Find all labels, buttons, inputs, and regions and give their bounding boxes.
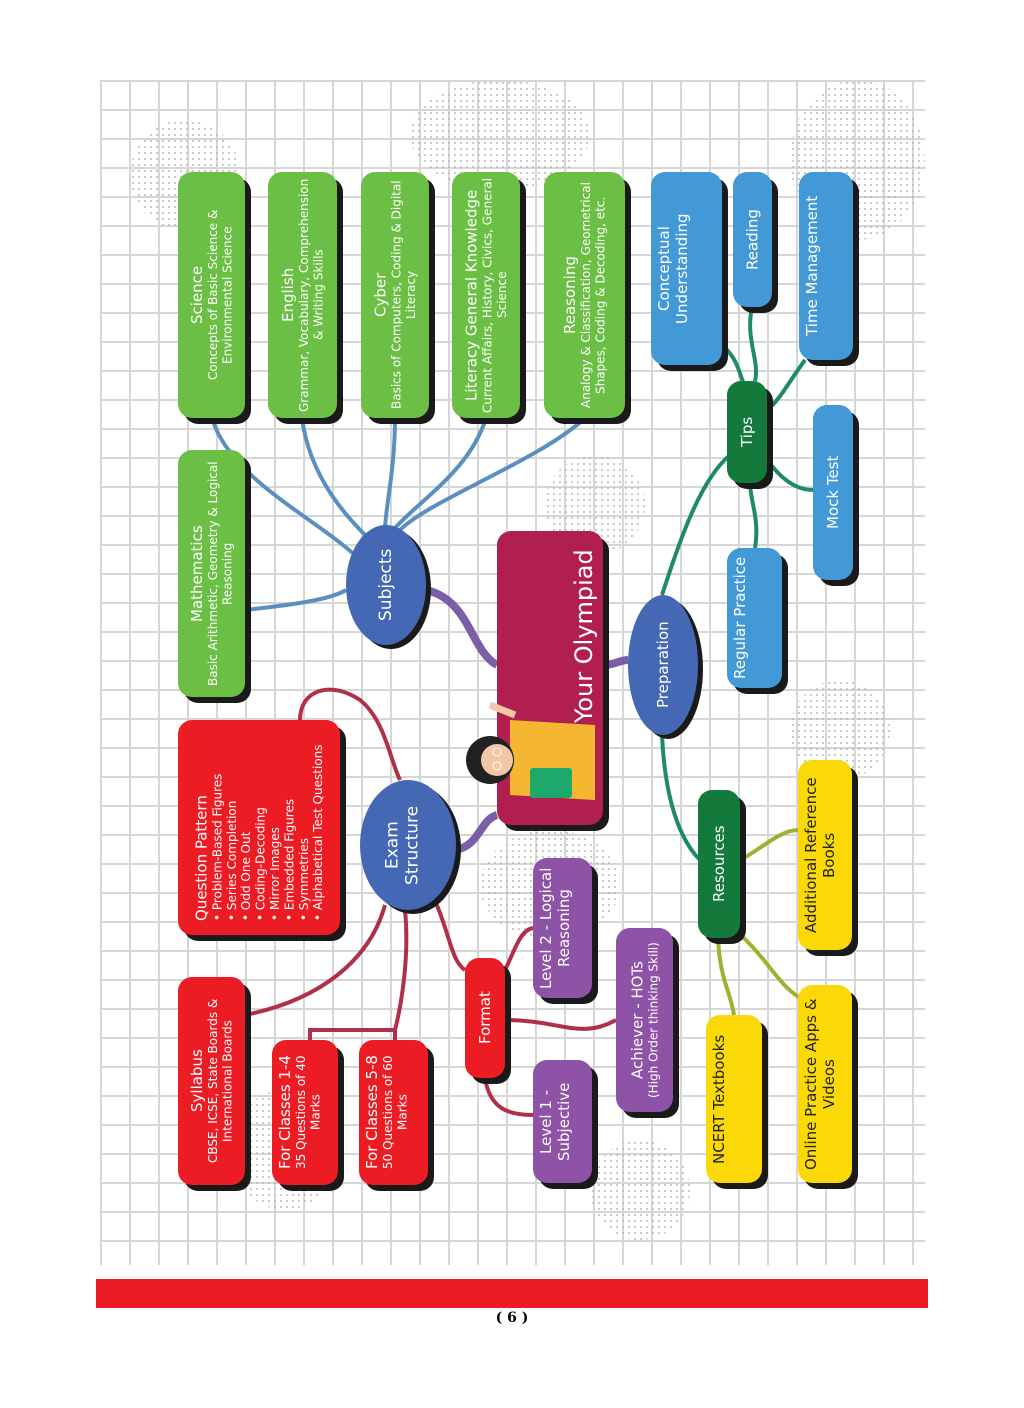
list-item: Problem-Based Figures bbox=[210, 744, 224, 921]
tip-label: Reading bbox=[743, 209, 762, 270]
achiever-sub: (High Order thinking Skill) bbox=[646, 942, 661, 1098]
level-label: Level 2 - Logical Reasoning bbox=[537, 867, 573, 989]
tips-node: Tips bbox=[727, 381, 767, 483]
subject-title: Mathematics bbox=[188, 525, 207, 622]
dot-pattern bbox=[410, 80, 590, 190]
list-item: Series Completion bbox=[225, 744, 239, 921]
list-item: Coding-Decoding bbox=[254, 744, 268, 921]
classes-desc: 50 Questions of 60 Marks bbox=[381, 1055, 410, 1170]
tips-label: Tips bbox=[738, 416, 756, 448]
resource-ncert: NCERT Textbooks bbox=[706, 1015, 762, 1183]
syllabus-desc: CBSE, ICSE, State Boards & International… bbox=[206, 998, 235, 1164]
list-item: Alphabetical Test Questions bbox=[311, 744, 325, 921]
subject-title: English bbox=[279, 267, 298, 323]
resource-label: Additional Reference Books bbox=[802, 777, 838, 933]
exam-structure-node: Exam Structure bbox=[360, 780, 456, 910]
subject-desc: Analogy & Classification, Geometrical Sh… bbox=[579, 182, 608, 408]
question-pattern-title: Question Pattern bbox=[192, 795, 211, 921]
node-label: Exam Structure bbox=[382, 805, 423, 885]
subject-title: Literacy General Knowledge bbox=[462, 189, 481, 401]
tip-regular-practice: Regular Practice bbox=[727, 548, 782, 688]
subject-desc: Grammar, Vocabulary, Comprehension & Wri… bbox=[297, 178, 326, 412]
list-item: Odd One Out bbox=[239, 744, 253, 921]
resource-online-practice: Online Practice Apps & Videos bbox=[798, 985, 852, 1183]
achiever-box: Achiever - HOTs(High Order thinking Skil… bbox=[616, 928, 673, 1112]
question-pattern-box: Question Pattern Problem-Based Figures S… bbox=[178, 720, 340, 935]
tip-label: Time Management bbox=[803, 195, 821, 337]
resource-label: NCERT Textbooks bbox=[710, 1034, 728, 1164]
footer-bar bbox=[96, 1279, 928, 1308]
subject-title: Cyber bbox=[371, 272, 390, 318]
format-label: Format bbox=[476, 991, 494, 1045]
level-2-box: Level 2 - Logical Reasoning bbox=[533, 858, 592, 998]
list-item: Embedded Figures bbox=[282, 744, 296, 921]
tip-label: Mock Test bbox=[824, 455, 842, 530]
subject-title: Reasoning bbox=[561, 256, 580, 334]
subject-title: Science bbox=[188, 265, 207, 325]
page-number: ( 6 ) bbox=[495, 1310, 529, 1326]
tip-reading: Reading bbox=[733, 172, 772, 307]
format-node: Format bbox=[465, 958, 505, 1078]
resources-label: Resources bbox=[710, 825, 728, 903]
tip-label: Conceptual Understanding bbox=[655, 213, 691, 324]
classes-title: For Classes 1-4 bbox=[276, 1055, 294, 1170]
achiever-label: Achiever - HOTs bbox=[628, 961, 647, 1079]
syllabus-title: Syllabus bbox=[188, 1049, 207, 1113]
classes-title: For Classes 5-8 bbox=[363, 1055, 381, 1170]
dot-pattern bbox=[590, 1140, 690, 1240]
subject-desc: Basic Arithmetic, Geometry & Logical Rea… bbox=[206, 461, 235, 686]
student-illustration bbox=[466, 701, 595, 800]
tip-label: Regular Practice bbox=[731, 556, 749, 680]
node-label: Subjects bbox=[376, 548, 396, 622]
subject-desc: Basics of Computers, Coding & Digital Li… bbox=[389, 180, 418, 410]
resource-additional-books: Additional Reference Books bbox=[798, 760, 852, 950]
level-1-box: Level 1 - Subjective bbox=[533, 1060, 592, 1183]
resource-label: Online Practice Apps & Videos bbox=[802, 998, 838, 1170]
tip-time-management: Time Management bbox=[799, 172, 853, 360]
tip-conceptual: Conceptual Understanding bbox=[651, 172, 722, 365]
subjects-node: Subjects bbox=[346, 525, 426, 645]
node-label: Preparation bbox=[654, 621, 672, 709]
question-pattern-list: Problem-Based Figures Series Completion … bbox=[210, 744, 325, 921]
level-label: Level 1 - Subjective bbox=[537, 1082, 573, 1161]
subject-desc: Current Affairs, History, Civics, Genera… bbox=[480, 177, 509, 413]
resources-node: Resources bbox=[698, 790, 740, 938]
list-item: Mirror Images bbox=[268, 744, 282, 921]
list-item: Symmetries bbox=[297, 744, 311, 921]
preparation-node: Preparation bbox=[628, 595, 698, 735]
classes-desc: 35 Questions of 40 Marks bbox=[294, 1055, 323, 1170]
tip-mock-test: Mock Test bbox=[813, 405, 853, 580]
subject-desc: Concepts of Basic Science & Environmenta… bbox=[206, 209, 235, 381]
